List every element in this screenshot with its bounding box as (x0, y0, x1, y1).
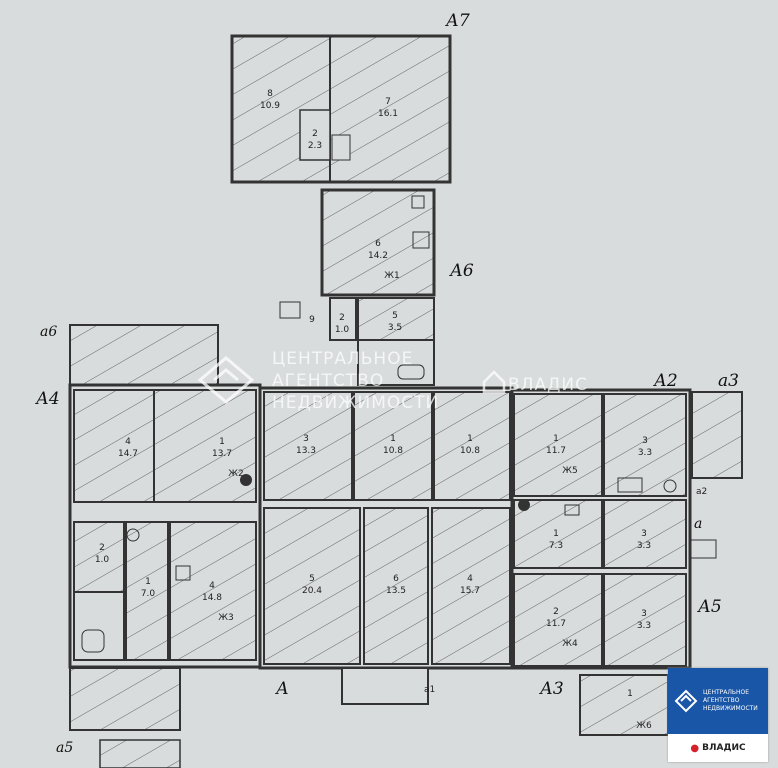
room-area: 14.2 (368, 251, 388, 261)
logo-brand-row: ● ВЛАДИС (668, 734, 768, 762)
brand-dot-icon: ● (690, 742, 700, 754)
room-tag: Ж6 (636, 721, 652, 731)
room-area: 16.1 (378, 109, 398, 119)
main-block (68, 324, 743, 768)
axis-a6-lower: а6 (40, 324, 57, 340)
axis-a1-lower: а1 (424, 685, 435, 695)
logo-line3: НЕДВИЖИМОСТИ (703, 705, 758, 712)
room-number: 3 (641, 609, 647, 619)
room-area: 10.9 (260, 101, 280, 111)
agency-logo-icon (674, 689, 698, 713)
axis-a3: А3 (539, 679, 564, 699)
room-area: 3.5 (388, 323, 402, 333)
watermark-line2: АГЕНТСТВО (272, 371, 384, 391)
room-number: 5 (392, 311, 398, 321)
watermark: ЦЕНТРАЛЬНОЕ АГЕНТСТВО НЕДВИЖИМОСТИ ВЛАДИ… (197, 349, 588, 413)
room-number: 4 (209, 581, 215, 591)
watermark-brand: ВЛАДИС (508, 375, 588, 395)
axis-a2: А2 (653, 371, 678, 391)
room-tag: Ж5 (562, 466, 577, 476)
room-number: 3 (642, 436, 648, 446)
room-number: 1 (145, 577, 151, 587)
logo-text: ЦЕНТРАЛЬНОЕ АГЕНТСТВО НЕДВИЖИМОСТИ (703, 689, 758, 713)
logo-panel: ЦЕНТРАЛЬНОЕ АГЕНТСТВО НЕДВИЖИМОСТИ (668, 668, 768, 734)
room-number: 2 (99, 543, 105, 553)
room-number: 4 (467, 574, 473, 584)
room-area: 3.3 (637, 541, 651, 551)
agency-logo: ЦЕНТРАЛЬНОЕ АГЕНТСТВО НЕДВИЖИМОСТИ ● ВЛА… (668, 668, 768, 762)
room-number: 4 (125, 437, 131, 447)
room-area: 3.3 (637, 621, 651, 631)
room-number: 2 (339, 313, 345, 323)
room-number: 1 (553, 529, 559, 539)
room-number: 3 (303, 434, 309, 444)
logo-line1: ЦЕНТРАЛЬНОЕ (703, 689, 750, 696)
room-number: 2 (312, 129, 318, 139)
room-area: 14.7 (118, 449, 138, 459)
watermark-brand-icon (482, 370, 506, 394)
axis-a4: А4 (35, 389, 60, 409)
room-number: 6 (375, 239, 381, 249)
room-area: 13.7 (212, 449, 232, 459)
room-number: 2 (553, 607, 559, 617)
room-labels: 8 10.9 7 16.1 2 2.3 6 14.2Ж1 9 2 1.0 5 3.5 4 14.7 1 13.7… (95, 89, 652, 731)
axis-a: А (275, 679, 289, 699)
watermark-logo-icon (197, 356, 255, 404)
room-area: 10.8 (383, 446, 403, 456)
room-area: 1.0 (335, 325, 350, 335)
room-number: 7 (385, 97, 391, 107)
room-tag: Ж3 (218, 613, 233, 623)
room-number: 1 (219, 437, 225, 447)
room-number: 1 (627, 689, 633, 699)
top-block (230, 34, 452, 184)
room-area: 15.7 (460, 586, 480, 596)
room-number: 1 (553, 434, 559, 444)
room-area: 20.4 (302, 586, 322, 596)
axis-a7: А7 (445, 11, 470, 31)
room-area: 3.3 (638, 448, 652, 458)
room-number: 6 (393, 574, 399, 584)
axis-a6: А6 (449, 261, 474, 281)
watermark-line1: ЦЕНТРАЛЬНОЕ (272, 349, 413, 369)
room-area: 7.3 (549, 541, 563, 551)
room-area: 11.7 (546, 619, 566, 629)
logo-line2: АГЕНТСТВО (703, 697, 740, 704)
room-area: 13.5 (386, 586, 406, 596)
room-number: 1 (467, 434, 473, 444)
room-number: 1 (390, 434, 396, 444)
watermark-line3: НЕДВИЖИМОСТИ (272, 393, 439, 413)
axis-a5: А5 (697, 597, 722, 617)
room-area: 10.8 (460, 446, 480, 456)
axis-a-lower: а (694, 516, 702, 532)
room-area: 1.0 (95, 555, 110, 565)
room-area: 2.3 (308, 141, 322, 151)
room-area: 7.0 (141, 589, 156, 599)
room-area: 14.8 (202, 593, 222, 603)
room-number: 8 (267, 89, 273, 99)
room-tag: Ж1 (384, 271, 399, 281)
logo-brand: ВЛАДИС (702, 743, 746, 753)
room-area: 11.7 (546, 446, 566, 456)
axis-a3-lower: а3 (718, 371, 739, 391)
middle-block (279, 188, 436, 386)
room-number: 3 (641, 529, 647, 539)
room-tag: Ж2 (228, 469, 243, 479)
room-number: 5 (309, 574, 315, 584)
room-number: 9 (309, 315, 315, 325)
axis-a5-lower: а5 (56, 740, 73, 756)
room-tag: Ж4 (562, 639, 578, 649)
axis-labels: А7 А6 А4 а6 А2 а3 а А5 А А3 а5 а1 а2 (35, 11, 739, 756)
room-area: 13.3 (296, 446, 316, 456)
axis-a2-lower: а2 (696, 487, 707, 497)
